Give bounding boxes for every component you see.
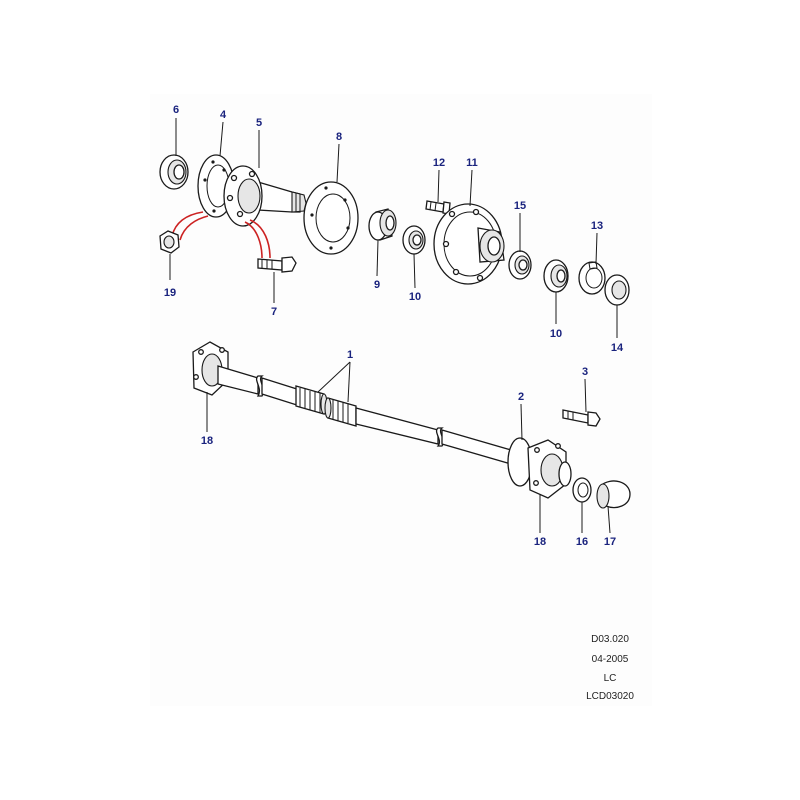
callout-11: 11 — [466, 157, 478, 169]
part-shaft-right — [355, 407, 519, 467]
part-hub-11 — [433, 203, 505, 285]
callout-6: 6 — [173, 104, 179, 116]
callout-10-upper: 10 — [409, 291, 421, 303]
part-spline-left — [295, 385, 328, 415]
callout-18-right: 18 — [534, 536, 546, 548]
sealant-lines — [171, 211, 271, 259]
callout-8: 8 — [336, 131, 342, 143]
callout-7: 7 — [271, 306, 277, 318]
callout-2: 2 — [518, 391, 524, 403]
part-oil-seal-6 — [159, 154, 189, 190]
callout-17: 17 — [604, 536, 616, 548]
callout-15: 15 — [514, 200, 526, 212]
part-lock-washer-13 — [578, 261, 606, 295]
callout-12: 12 — [433, 157, 445, 169]
callout-5: 5 — [256, 117, 262, 129]
callout-9: 9 — [374, 279, 380, 291]
callout-19: 19 — [164, 287, 176, 299]
part-circlip-16 — [572, 477, 592, 503]
part-dust-cap-17 — [596, 480, 631, 509]
part-drive-flange-right — [507, 437, 572, 499]
callout-10-lower: 10 — [550, 328, 562, 340]
callout-14: 14 — [611, 342, 624, 354]
callout-4: 4 — [220, 109, 227, 121]
leader-lines — [169, 118, 618, 534]
callout-18-left: 18 — [201, 435, 213, 447]
part-bearing-race-15 — [508, 250, 532, 280]
part-spline-right — [324, 397, 357, 427]
part-bearing-9 — [368, 208, 397, 241]
callout-16: 16 — [576, 536, 588, 548]
callout-1: 1 — [347, 349, 353, 361]
part-stud-12 — [425, 200, 451, 215]
part-nut-19 — [159, 230, 180, 254]
part-bearing-race-10a — [402, 225, 426, 255]
callout-numbers: 6 4 5 8 12 11 15 13 19 7 9 10 10 14 1 3 … — [164, 104, 624, 548]
part-nut-14 — [604, 274, 630, 306]
info-drawing-id: LCD03020 — [586, 691, 634, 702]
part-bolt-3 — [562, 409, 601, 427]
info-date: 04-2005 — [591, 654, 629, 665]
part-bearing-10b — [543, 259, 569, 293]
part-stub-axle-5 — [223, 165, 307, 227]
callout-13: 13 — [591, 220, 603, 232]
part-bolt-7 — [257, 256, 297, 273]
callout-3: 3 — [582, 366, 588, 378]
info-code: LC — [603, 673, 617, 684]
part-shaft-left — [217, 365, 301, 407]
info-ref: D03.020 — [591, 634, 629, 645]
part-gasket-8 — [303, 181, 359, 255]
